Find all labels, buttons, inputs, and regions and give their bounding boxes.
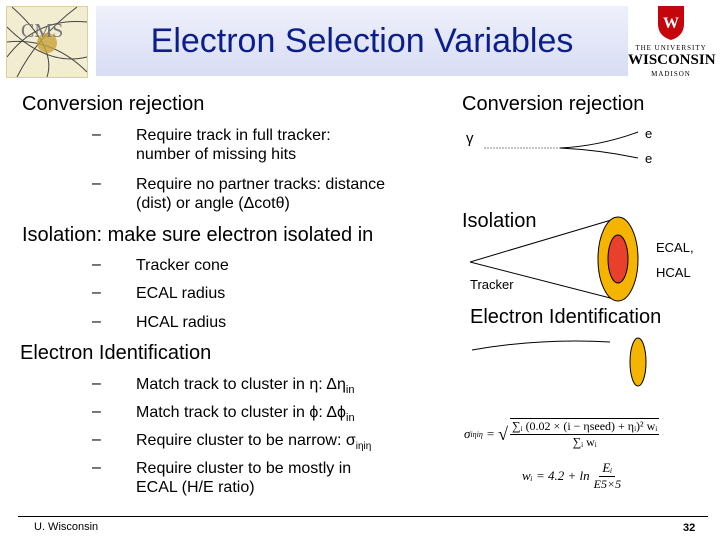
sigma-lhs: σ [464, 426, 471, 441]
gamma-label: γ [466, 130, 474, 147]
right-id-heading: Electron Identification [470, 306, 662, 328]
footer-divider [18, 516, 708, 517]
id-item-sigma-sub: iηiη [355, 441, 372, 453]
id-item-he: Require cluster to be mostly in ECAL (H/… [136, 459, 351, 497]
conversion-item-1: Require track in full tracker: number of… [136, 126, 331, 164]
id-item-phi-sub: in [346, 412, 355, 425]
id-item-eta: Match track to cluster in η: Δηin [136, 375, 354, 400]
id-heading: Electron Identification [20, 342, 212, 364]
id-item-phi-text: Match track to cluster in ϕ: Δϕ [136, 404, 347, 421]
tracker-label: Tracker [470, 277, 514, 292]
weight-numerator: Eᵢ [599, 460, 616, 477]
id-item-sigma: Require cluster to be narrow: σiηiη [136, 431, 371, 456]
bullet-dash: – [92, 459, 101, 476]
bullet-dash: – [92, 375, 101, 392]
sigma-equals: = [486, 426, 495, 441]
conversion-heading: Conversion rejection [22, 93, 205, 115]
conversion-item-1-line1: Require track in full tracker: [136, 127, 331, 144]
footer-affiliation: U. Wisconsin [34, 521, 99, 533]
uw-crest-icon: W [658, 6, 684, 40]
id-item-he-line2: ECAL (H/E ratio) [136, 479, 255, 496]
title-banner: Electron Selection Variables [96, 6, 628, 76]
electron-upper-label: e [645, 126, 653, 141]
cms-logo: CMS [6, 6, 88, 78]
ecal-label: ECAL, [656, 240, 694, 255]
bullet-dash: – [92, 256, 101, 273]
bullet-dash: – [92, 431, 101, 448]
isolation-item-hcal: HCAL radius [136, 314, 227, 331]
conversion-item-2-line1: Require no partner tracks: distance [136, 176, 386, 193]
bullet-dash: – [92, 313, 101, 330]
uw-logo: W THE UNIVERSITY WISCONSIN MADISON [628, 4, 716, 80]
electron-track-upper [559, 131, 639, 149]
track-arc [471, 340, 611, 351]
page-title: Electron Selection Variables [150, 21, 574, 60]
svg-text:CMS: CMS [21, 20, 63, 42]
right-isolation-heading: Isolation [462, 210, 537, 232]
uw-line3: MADISON [651, 70, 691, 78]
conversion-item-1-line2: number of missing hits [136, 146, 297, 163]
isolation-item-tracker: Tracker cone [136, 257, 229, 274]
id-item-eta-sub: in [345, 384, 355, 397]
weight-denominator: E5×5 [593, 477, 622, 491]
isolation-diagram [470, 216, 639, 302]
conversion-diagram [484, 131, 639, 159]
electron-track-lower [559, 147, 639, 159]
tracker-cone-upper [470, 217, 619, 263]
conversion-item-2: Require no partner tracks: distance (dis… [136, 175, 385, 213]
weight-lhs: wᵢ = 4.2 + ln [522, 468, 590, 483]
bullet-dash: – [92, 403, 101, 420]
sigma-denominator: ∑ᵢ wᵢ [572, 435, 597, 449]
id-item-phi: Match track to cluster in ϕ: Δϕin [136, 403, 355, 428]
uw-line1: THE UNIVERSITY [635, 44, 707, 52]
sigma-lhs-sub: iηiη [470, 429, 483, 439]
bullet-dash: – [92, 284, 101, 301]
sigma-numerator: ∑ᵢ (0.02 × (i − ηseed) + ηᵢ)² wᵢ [510, 419, 660, 435]
right-conversion-heading: Conversion rejection [462, 93, 645, 115]
isolation-item-ecal: ECAL radius [136, 285, 226, 302]
page-number: 32 [683, 522, 696, 534]
ecal-ellipse [607, 234, 629, 284]
id-item-he-line1: Require cluster to be mostly in [136, 460, 352, 477]
uw-crest-letter: W [663, 15, 679, 32]
id-diagram [471, 337, 647, 387]
bullet-dash: – [92, 175, 101, 192]
tracker-cone-lower [470, 261, 619, 301]
isolation-heading: Isolation: make sure electron isolated i… [22, 224, 374, 246]
weight-formula: wᵢ = 4.2 + ln Eᵢ E5×5 [522, 460, 621, 492]
sigma-formula: σ iηiη = √ ∑ᵢ (0.02 × (i − ηseed) + ηᵢ)²… [464, 418, 660, 450]
hcal-label: HCAL [656, 265, 691, 280]
id-item-eta-text: Match track to cluster in η: Δη [136, 376, 346, 393]
cluster-ellipse [629, 337, 647, 387]
uw-line2: WISCONSIN [628, 52, 716, 68]
electron-lower-label: e [645, 151, 653, 166]
conversion-item-2-line2: (dist) or angle (Δcotθ) [136, 195, 290, 212]
id-item-sigma-text: Require cluster to be narrow: σ [136, 432, 356, 449]
cms-logo-graphic: CMS [7, 7, 87, 77]
bullet-dash: – [92, 126, 101, 143]
sqrt-icon: √ [498, 423, 509, 444]
